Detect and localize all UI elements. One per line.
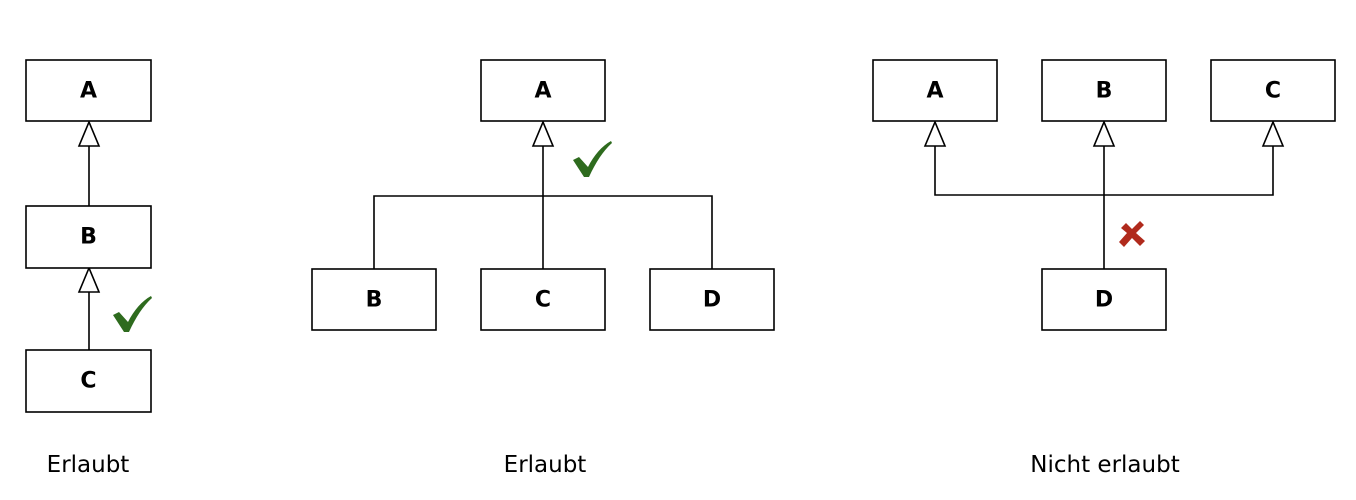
class-box-b: B <box>1041 59 1167 122</box>
cross-mark-icon <box>1119 221 1145 247</box>
class-box-a: A <box>25 59 152 122</box>
class-label-a: A <box>926 79 943 104</box>
edge-b-d-bus <box>373 195 713 269</box>
class-label-a: A <box>534 79 551 104</box>
class-box-b: B <box>311 268 437 331</box>
class-label-d: D <box>1095 288 1113 313</box>
class-label-b: B <box>366 288 383 313</box>
class-label-c: C <box>80 369 96 394</box>
class-box-a: A <box>872 59 998 122</box>
check-mark-icon <box>113 296 152 332</box>
diagram-3: A B C D Nicht erlaubt <box>872 59 1336 478</box>
class-box-a: A <box>480 59 606 122</box>
class-box-c: C <box>25 349 152 413</box>
class-box-b: B <box>25 205 152 269</box>
diagram-2: A B C D Erlaubt <box>311 59 775 478</box>
arrowhead-a <box>531 119 555 147</box>
class-box-d: D <box>1041 268 1167 331</box>
arrowhead-b <box>1092 119 1116 147</box>
arrowhead-a <box>77 119 101 147</box>
class-label-a: A <box>80 79 97 104</box>
class-label-b: B <box>1096 79 1113 104</box>
class-box-d: D <box>649 268 775 331</box>
class-label-d: D <box>703 288 721 313</box>
class-box-c: C <box>480 268 606 331</box>
arrowhead-a <box>923 119 947 147</box>
check-mark-icon <box>573 141 612 177</box>
diagram-1: A B C Erlaubt <box>25 59 152 478</box>
class-label-c: C <box>535 288 551 313</box>
class-label-c: C <box>1265 79 1281 104</box>
diagram-1-caption: Erlaubt <box>47 452 130 478</box>
arrowhead-b <box>77 265 101 293</box>
class-box-c: C <box>1210 59 1336 122</box>
diagram-3-caption: Nicht erlaubt <box>1030 452 1179 478</box>
class-label-b: B <box>80 225 97 250</box>
diagram-2-caption: Erlaubt <box>504 452 587 478</box>
edge-a-c-bus <box>934 146 1274 196</box>
arrowhead-c <box>1261 119 1285 147</box>
